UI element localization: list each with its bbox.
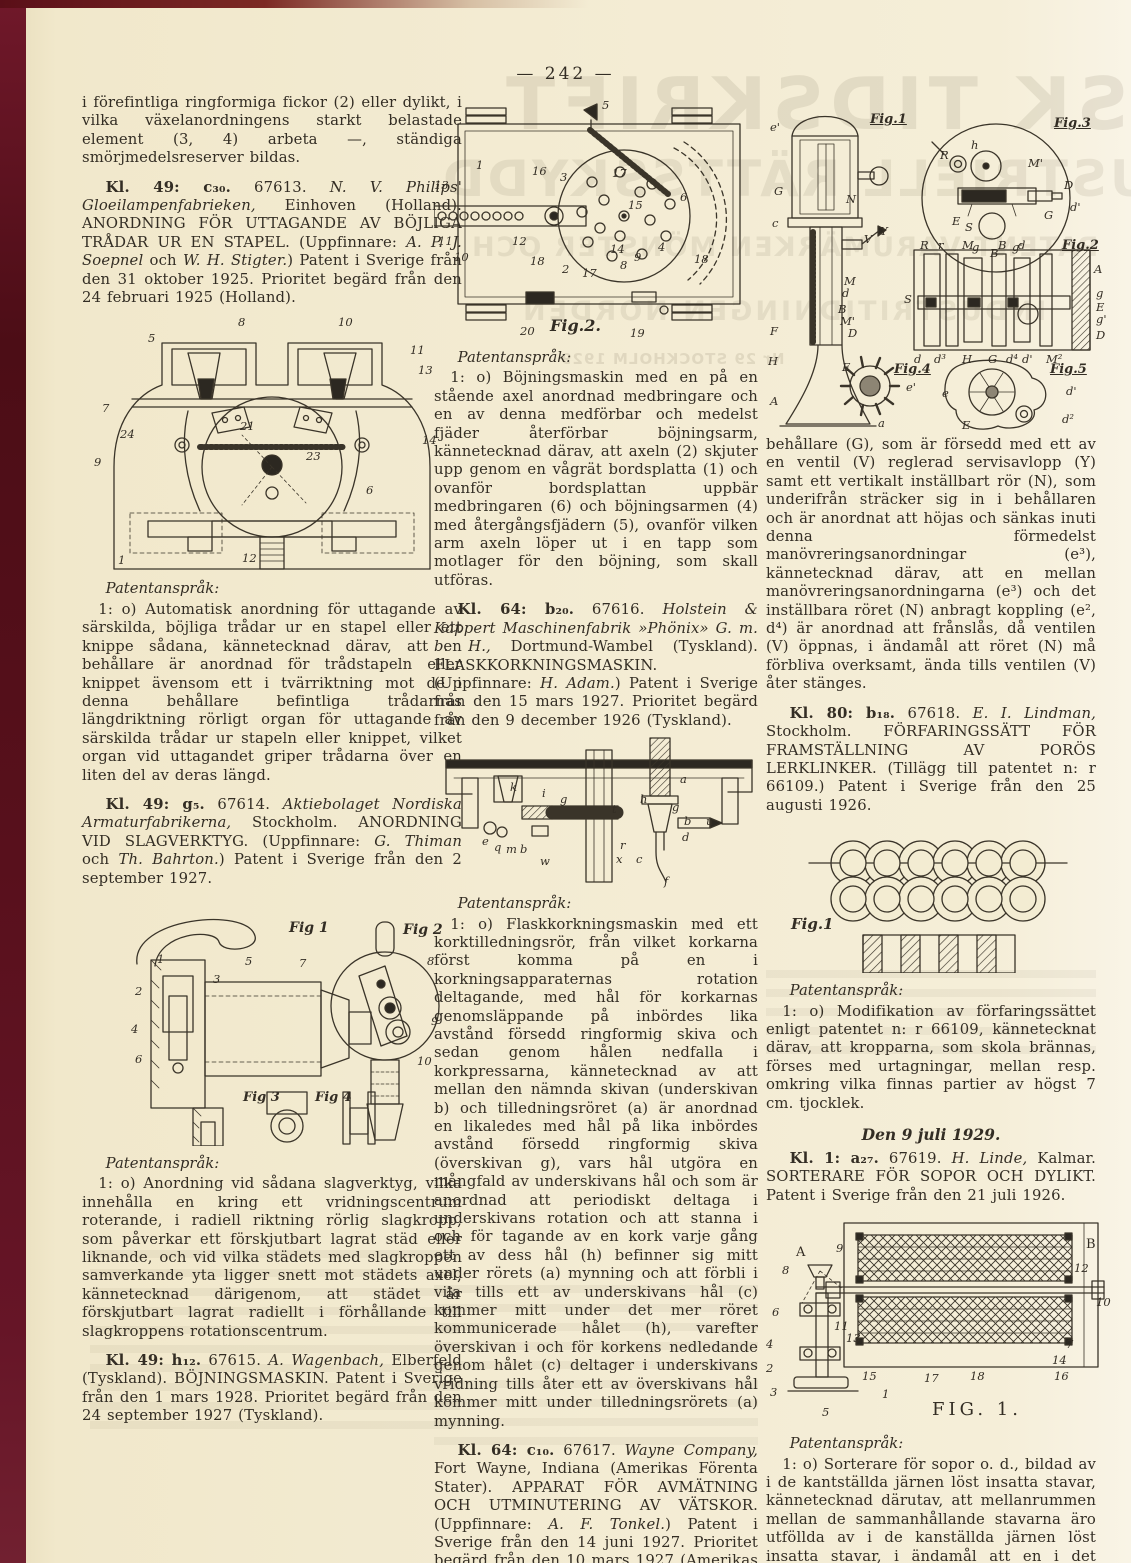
patent-drawing — [136, 918, 440, 1146]
claims-heading: Patentanspråk: — [457, 895, 572, 913]
patent-entry-67615: Kl. 49: h₁₂. 67615. A. Wagenbach, Elberf… — [82, 1352, 462, 1425]
paragraph-continuation: i förefintliga ringformiga fickor (2) el… — [82, 94, 462, 167]
patent-entry-67619: Kl. 1: a₂₇. 67619. H. Linde, Kalmar. SOR… — [766, 1149, 1097, 1204]
claims-heading: Patentanspråk: — [105, 1154, 220, 1172]
page-number: — 242 — — [516, 64, 615, 84]
date-heading: Den 9 juli 1929. — [861, 1124, 1001, 1144]
claims-heading: Patentanspråk: — [789, 1435, 904, 1453]
patent-drawing — [113, 342, 431, 571]
patent-drawing — [779, 116, 1091, 430]
patent-entry-67616: Kl. 64: b₂₀. 67616. Holstein & Kappert M… — [434, 601, 759, 729]
figure-clay-clinker: Fig.1 — [781, 823, 1081, 974]
patent-entry-67614: Kl. 49: g₅. 67614. Aktiebolaget Nordiska… — [82, 795, 462, 887]
claims-67618: 1: o) Modifikation av förfaringssättet e… — [766, 1002, 1096, 1112]
patent-entry-67617: Kl. 64: c₁₀. 67617. Wayne Company, Fort … — [434, 1441, 758, 1563]
claims-67615-bending: 1: o) Böjningsmaskin med en på en ståend… — [434, 369, 758, 589]
claims-67613: 1: o) Automatisk anordning för uttagande… — [82, 600, 462, 784]
scan-edge-top — [0, 0, 589, 8]
claims-heading: Patentanspråk: — [457, 349, 572, 366]
claims-67619: 1: o) Sorterare för sopor o. d., bildad … — [766, 1455, 1096, 1563]
scan-edge-left — [0, 0, 26, 1563]
claims-heading: Patentanspråk: — [105, 580, 220, 598]
patent-drawing — [787, 1222, 1105, 1392]
patent-drawing — [434, 103, 741, 321]
claims-67616: 1: o) Flaskkorkningsmaskin med ett korkt… — [434, 915, 758, 1430]
claims-67614: 1: o) Anordning vid sådana slagverktyg, … — [82, 1175, 462, 1340]
column-left: i förefintliga ringformiga fickor (2) el… — [82, 94, 462, 1426]
claims-67617-continued: behållare (G), som är försedd med ett av… — [766, 436, 1096, 693]
patent-entry-67618: Kl. 80: b₁₈. 67618. E. I. Lindman, Stock… — [766, 704, 1096, 814]
patent-drawing — [808, 840, 1068, 974]
patent-entry-67613: Kl. 49: c₃₀. 67613. N. V. Philips' Gloei… — [82, 178, 462, 307]
claims-heading: Patentanspråk: — [789, 982, 904, 1000]
patent-drawing — [445, 737, 753, 883]
